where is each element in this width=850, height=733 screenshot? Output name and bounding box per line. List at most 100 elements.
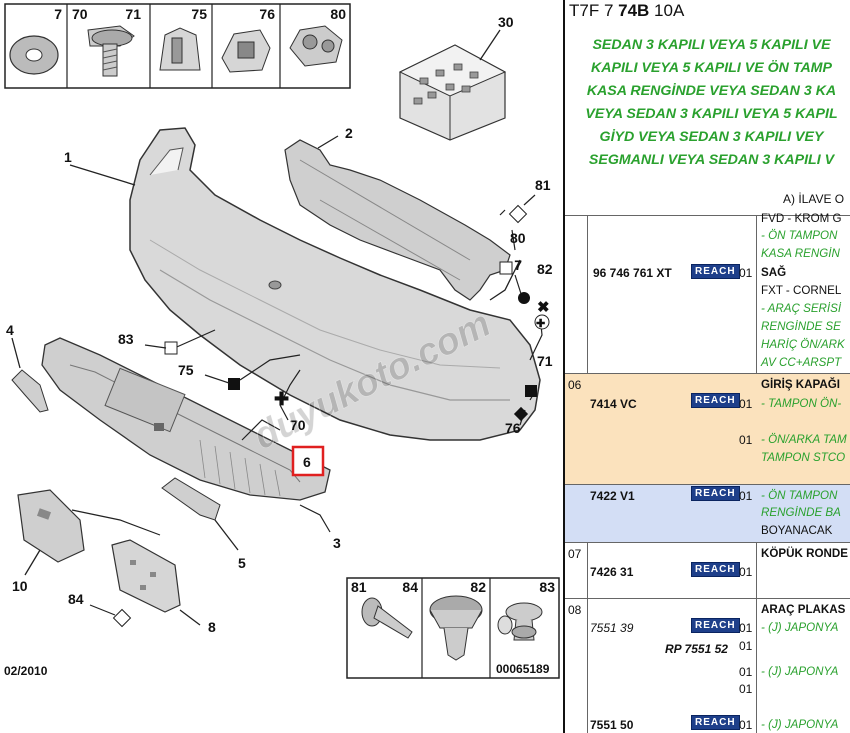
reach-badge: REACH xyxy=(691,618,740,633)
header-suffix: 10A xyxy=(649,1,685,20)
quantity: 01 xyxy=(739,682,753,696)
label-part-81: 81 xyxy=(535,177,551,193)
reach-badge: REACH xyxy=(691,715,740,730)
marker-82-cross: ✖ xyxy=(537,299,550,316)
quantity: 01 xyxy=(739,718,753,732)
part-number[interactable]: 96 746 761 XT xyxy=(593,266,672,280)
kit-label-82: 82 xyxy=(470,579,486,595)
part-number[interactable]: 7422 V1 xyxy=(590,489,635,503)
table-row[interactable]: 06 7414 VC REACH 01 01 GİRİŞ KAPAĞI - TA… xyxy=(565,373,850,485)
figure-code: 00065189 xyxy=(496,662,550,676)
marker-70-cross: ✚ xyxy=(274,389,289,409)
label-part-8: 8 xyxy=(208,619,216,635)
description: - ÖN/ARKA TAM xyxy=(761,433,847,446)
description: - (J) JAPONYA xyxy=(761,665,839,678)
label-part-1: 1 xyxy=(64,149,72,165)
svg-text:✚: ✚ xyxy=(536,318,545,330)
table-row[interactable]: 07 7426 31 REACH 01 KÖPÜK RONDE xyxy=(565,542,850,599)
clip-icon-80 xyxy=(289,25,343,67)
table-row[interactable]: 7422 V1 REACH 01 - ÖN TAMPON RENGİNDE BA… xyxy=(565,484,850,543)
fastener-kit-box: 81 84 82 83 xyxy=(346,577,560,679)
note-line: GİYD VEYA SEDAN 3 KAPILI VEY xyxy=(599,129,824,145)
part-number[interactable]: RP 7551 52 xyxy=(665,642,728,656)
description: KASA RENGİN xyxy=(761,247,840,260)
label-part-80: 80 xyxy=(510,230,526,246)
part-number[interactable]: 7426 31 xyxy=(590,565,634,579)
push-clip-icon xyxy=(429,595,483,661)
label-part-5: 5 xyxy=(238,555,246,571)
clip-icon-76 xyxy=(221,29,271,73)
note-line: VEYA SEDAN 3 KAPILI VEYA 5 KAPIL xyxy=(585,106,838,122)
label-part-70: 70 xyxy=(290,417,306,433)
row-number: 08 xyxy=(568,603,582,617)
description: FVD - KROM G xyxy=(761,212,842,225)
section-label: A) İLAVE O xyxy=(783,192,845,206)
description: FXT - CORNEL xyxy=(761,284,842,297)
description: SAĞ xyxy=(761,266,787,279)
marker-83 xyxy=(164,341,178,355)
label-part-6: 6 xyxy=(303,454,311,470)
part-5-right-reflector xyxy=(161,477,239,551)
part-1-rear-bumper xyxy=(69,127,541,441)
label-part-10: 10 xyxy=(12,578,28,594)
description: TAMPON STCO xyxy=(761,451,846,464)
table-row[interactable]: 7551 50 REACH 01 - (J) JAPONYA xyxy=(565,708,850,733)
reach-badge: REACH xyxy=(691,562,740,577)
part-number[interactable]: 7414 VC xyxy=(590,397,637,411)
applicability-notes: SEDAN 3 KAPILI VEYA 5 KAPILI VE KAPILI V… xyxy=(565,34,850,172)
description: HARİÇ ÖN/ARK xyxy=(761,338,845,351)
note-line: KASA RENGİNDE VEYA SEDAN 3 KA xyxy=(586,83,837,99)
inset-hardware-strip: 7 70 71 75 76 80 xyxy=(4,3,351,89)
table-row[interactable]: 08 7551 39 REACH RP 7551 52 REACH 01 01 … xyxy=(565,598,850,709)
marker-71 xyxy=(525,385,537,397)
bolt-icon xyxy=(87,25,135,77)
label-part-4: 4 xyxy=(6,322,14,338)
part-number[interactable]: 7551 50 xyxy=(590,718,634,732)
description: RENGİNDE BA xyxy=(761,506,841,519)
kit-label-84: 84 xyxy=(402,579,418,595)
label-part-7: 7 xyxy=(514,257,522,273)
date-code: 02/2010 xyxy=(4,664,48,678)
kit-label-81: 81 xyxy=(351,579,367,595)
note-line: SEDAN 3 KAPILI VEYA 5 KAPILI VE xyxy=(592,37,831,53)
quantity: 01 xyxy=(739,489,753,503)
part-number[interactable]: 7551 39 xyxy=(590,621,634,635)
quantity: 01 xyxy=(739,266,753,280)
reach-badge: REACH xyxy=(691,264,740,279)
quantity: 01 xyxy=(739,397,753,411)
description: - TAMPON ÖN- xyxy=(761,397,842,410)
table-row[interactable]: 96 746 761 XT REACH 01 FVD - KROM G - ÖN… xyxy=(565,212,850,374)
label-part-71: 71 xyxy=(537,353,553,369)
parts-diagram: 7 70 71 75 7 6 80 xyxy=(4,3,560,679)
inset-label-70: 70 xyxy=(72,6,88,22)
description: AV CC+ARSPT xyxy=(761,356,842,369)
row-number: 06 xyxy=(568,378,582,392)
label-part-30: 30 xyxy=(498,14,514,30)
inset-label-71: 71 xyxy=(125,6,141,22)
description: - ÖN TAMPON xyxy=(761,489,838,502)
note-line: SEGMANLI VEYA SEDAN 3 KAPILI V xyxy=(588,152,835,168)
parts-table-panel: T7F 7 74B 10A SEDAN 3 KAPILI VEYA 5 KAPI… xyxy=(563,0,850,733)
reach-badge: REACH xyxy=(691,393,740,408)
marker-82-circle xyxy=(534,314,550,330)
description: GİRİŞ KAPAĞI xyxy=(761,378,841,391)
inset-label-75: 75 xyxy=(191,6,207,22)
kit-label-83: 83 xyxy=(539,579,555,595)
table-header: T7F 7 74B 10A xyxy=(569,1,684,21)
label-part-82: 82 xyxy=(537,261,553,277)
inset-label-7: 7 xyxy=(54,6,62,22)
header-bold: 74B xyxy=(618,1,650,20)
marker-81 xyxy=(508,204,528,224)
label-part-75: 75 xyxy=(178,362,194,378)
label-part-84: 84 xyxy=(68,591,84,607)
label-part-3: 3 xyxy=(333,535,341,551)
description: RENGİNDE SE xyxy=(761,320,841,333)
quantity: 01 xyxy=(739,665,753,679)
label-part-83: 83 xyxy=(118,331,134,347)
description: ARAÇ PLAKAS xyxy=(761,603,846,616)
quantity: 01 xyxy=(739,639,753,653)
part-30-kit-box xyxy=(398,29,507,141)
reach-badge: REACH xyxy=(691,486,740,501)
marker-80 xyxy=(499,261,513,275)
part-4-left-reflector xyxy=(11,337,49,413)
